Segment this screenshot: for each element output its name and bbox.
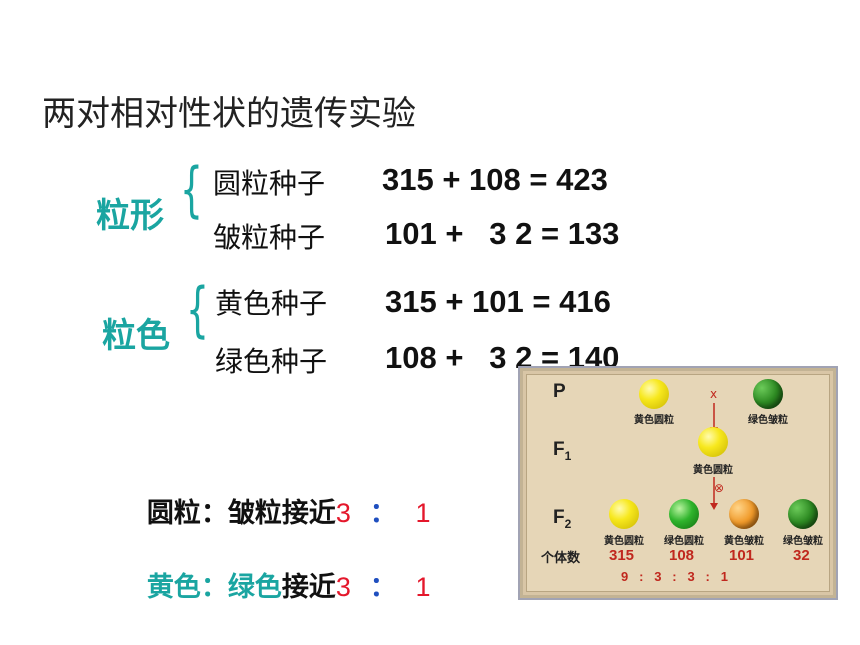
cross-symbol: x [710, 387, 718, 401]
green-seed-label: 绿色种子 [215, 345, 328, 378]
f2-count: 32 [793, 547, 810, 564]
ratio-a: 3 [335, 572, 351, 602]
green-wrinkled-pea-icon [788, 499, 818, 529]
f2-offspring-label: 绿色皱粒 [783, 536, 823, 547]
f1-offspring-label: 黄色圆粒 [693, 465, 733, 476]
yellow-round-pea-icon [609, 499, 639, 529]
f2-count: 315 [609, 547, 635, 564]
wrinkled-seed-label: 皱粒种子 [213, 221, 326, 254]
wrinkled-seed-equation: 101 + 3 2 = 133 [385, 216, 620, 251]
dihybrid-cross-diagram: P F1 F2 黄色圆粒 x 绿色皱粒 黄色圆粒 ⊗ 黄色圆粒 绿色圆粒 黄色皱… [518, 366, 838, 600]
round-seed-label: 圆粒种子 [213, 167, 326, 200]
shape-brace: { [180, 155, 203, 225]
ratio-a: 3 [335, 498, 351, 528]
p-parent-label: 黄色圆粒 [634, 415, 674, 426]
ratio-part: 圆粒 [146, 498, 201, 529]
p-parent-label: 绿色皱粒 [748, 415, 788, 426]
round-seed-equation: 315 + 108 = 423 [382, 162, 608, 197]
ratio-b: 1 [415, 572, 431, 602]
green-round-pea-icon [669, 499, 699, 529]
color-ratio: 黄色：绿色接近3 ： 1 [128, 534, 431, 604]
yellow-round-pea-icon [639, 379, 669, 409]
ratio-approx: 接近 [281, 572, 336, 603]
self-cross-icon: ⊗ [714, 481, 725, 495]
f2-generation-label: F2 [553, 507, 572, 531]
color-group-label: 粒色 [102, 316, 170, 356]
diagram-inner: P F1 F2 黄色圆粒 x 绿色皱粒 黄色圆粒 ⊗ 黄色圆粒 绿色圆粒 黄色皱… [526, 374, 830, 592]
page-title: 两对相对性状的遗传实验 [42, 94, 416, 134]
green-wrinkled-pea-icon [753, 379, 783, 409]
f2-offspring-label: 黄色皱粒 [724, 536, 764, 547]
count-label: 个体数 [541, 551, 581, 566]
yellow-seed-label: 黄色种子 [215, 287, 328, 320]
ratio-colon: ： [200, 572, 228, 603]
ratio-part: 皱粒 [227, 498, 282, 529]
yellow-wrinkled-pea-icon [729, 499, 759, 529]
shape-ratio: 圆粒：皱粒接近3 ： 1 [128, 460, 431, 530]
f2-count: 108 [669, 547, 695, 564]
ratio-part: 黄色 [146, 572, 201, 603]
arrow-down-icon [710, 477, 718, 510]
f2-count: 101 [729, 547, 755, 564]
ratio-colon: ： [369, 572, 397, 603]
yellow-round-pea-icon [698, 427, 728, 457]
f2-offspring-label: 黄色圆粒 [604, 536, 644, 547]
ratio-colon: ： [200, 498, 228, 529]
p-generation-label: P [553, 381, 566, 402]
ratio-b: 1 [415, 498, 431, 528]
color-brace: { [186, 275, 209, 345]
f2-offspring-label: 绿色圆粒 [664, 536, 704, 547]
ratio-part: 绿色 [227, 572, 282, 603]
shape-group-label: 粒形 [96, 196, 164, 236]
ratio-approx: 接近 [281, 498, 336, 529]
yellow-seed-equation: 315 + 101 = 416 [385, 284, 611, 319]
f2-ratio: 9 : 3 : 3 : 1 [621, 569, 728, 584]
f1-generation-label: F1 [553, 439, 572, 463]
ratio-colon: ： [369, 498, 397, 529]
